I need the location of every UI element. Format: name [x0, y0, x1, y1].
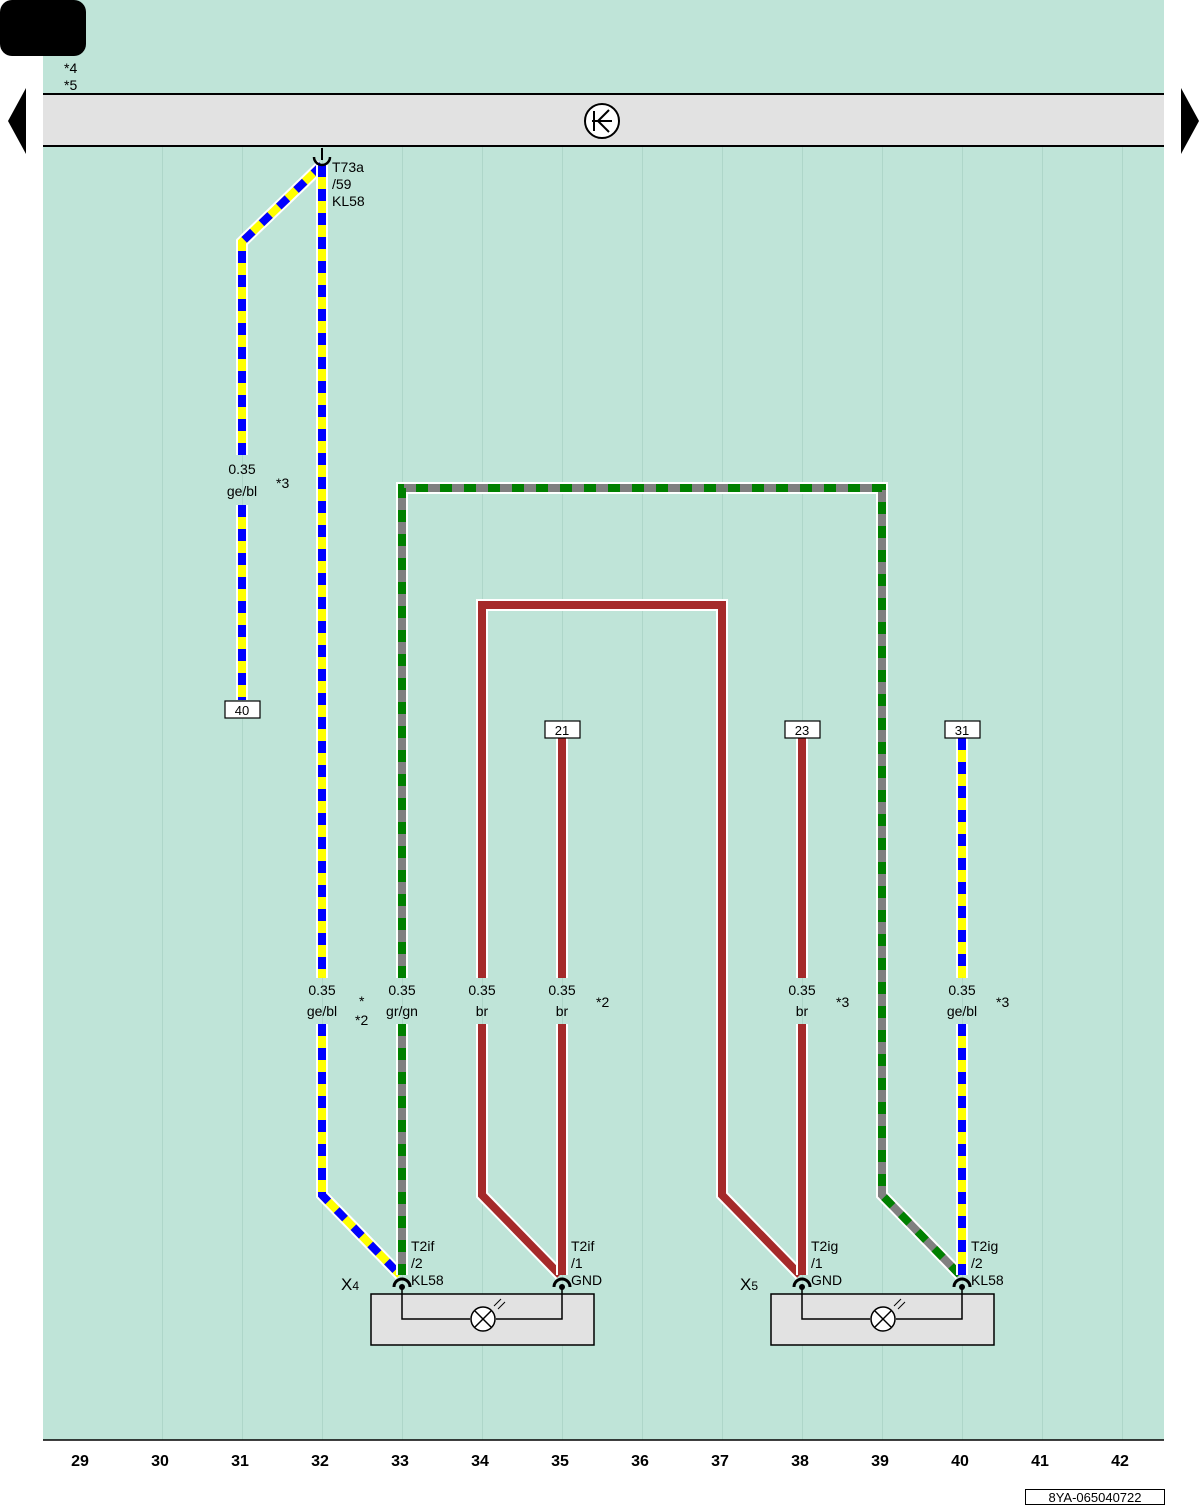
column-number: 33 [391, 1453, 409, 1470]
ground-symbol-icon [584, 103, 620, 139]
diagram-background [43, 0, 1164, 1440]
svg-text:31: 31 [955, 723, 969, 738]
wire-color-label: ge/bl [947, 1003, 977, 1019]
connector-pin-num: /2 [971, 1255, 983, 1271]
connector-pin-signal: KL58 [971, 1272, 1004, 1288]
wire-note-label: *2 [355, 1012, 368, 1028]
connector-pin-signal: KL58 [411, 1272, 444, 1288]
lamp-icon [470, 1298, 506, 1332]
connector-pin-signal: GND [811, 1272, 842, 1288]
wire-br-loop[interactable] [476, 1024, 565, 1280]
wire-color-label: br [556, 1003, 569, 1019]
page-badge [0, 0, 86, 56]
lamp-icon [870, 1298, 906, 1332]
column-number: 37 [711, 1453, 729, 1470]
column-number: 30 [151, 1453, 169, 1470]
footnote-5: *5 [64, 77, 78, 93]
wire-gr-gn[interactable] [396, 482, 965, 1280]
footnote-4: *4 [64, 60, 78, 76]
component-x4[interactable] [370, 1287, 595, 1346]
connector-pin-signal: GND [571, 1272, 602, 1288]
connector-pin-num: /1 [811, 1255, 823, 1271]
wire-note-label: *3 [836, 994, 849, 1010]
svg-text:23: 23 [795, 723, 809, 738]
document-id: 8YA-065040722 [1025, 1489, 1165, 1505]
wire-size-label: 0.35 [788, 982, 815, 998]
column-number: 29 [71, 1453, 89, 1470]
connector-pin-num: /1 [571, 1255, 583, 1271]
connector-pins [392, 1277, 972, 1290]
column-number: 41 [1031, 1453, 1049, 1470]
connector-pin-label: T2if [571, 1238, 594, 1254]
wire-note-label: * [359, 993, 365, 1009]
svg-text:40: 40 [235, 703, 249, 718]
wire-size-label: 0.35 [948, 982, 975, 998]
column-number: 36 [631, 1453, 649, 1470]
connector-pin-label: T2ig [971, 1238, 998, 1254]
column-number: 35 [551, 1453, 569, 1470]
connector-pin-label: T2if [411, 1238, 434, 1254]
column-number: 32 [311, 1453, 329, 1470]
wire-size-label: 0.35 [548, 982, 575, 998]
column-number: 31 [231, 1453, 249, 1470]
column-number: 42 [1111, 1453, 1129, 1470]
connector-pin-label: T2ig [811, 1238, 838, 1254]
wire-note-label: *3 [276, 475, 289, 491]
column-number: 40 [951, 1453, 969, 1470]
reference-box[interactable]: 23 [784, 720, 821, 739]
top-connector-pin: T73a [332, 159, 364, 175]
reference-box[interactable]: 31 [944, 720, 981, 739]
column-number: 34 [471, 1453, 489, 1470]
wire-note-label: *2 [596, 994, 609, 1010]
svg-text:21: 21 [555, 723, 569, 738]
reference-box[interactable]: 40 [224, 700, 261, 719]
wire-size-label: 0.35 [468, 982, 495, 998]
wire-color-label: gr/gn [386, 1003, 418, 1019]
wire-note-label: *3 [996, 994, 1009, 1010]
column-number: 39 [871, 1453, 889, 1470]
wires-layer [236, 160, 968, 1280]
top-connector-signal: KL58 [332, 193, 365, 209]
next-page-arrow-icon[interactable] [1181, 88, 1199, 154]
column-number: 38 [791, 1453, 809, 1470]
component-label-x5: X5 [740, 1275, 758, 1294]
wire-ge-bl-ref40[interactable] [236, 160, 327, 455]
wire-size-label: 0.35 [228, 461, 255, 477]
wire-color-label: br [476, 1003, 489, 1019]
previous-page-arrow-icon[interactable] [8, 88, 26, 154]
connector-pin-num: /2 [411, 1255, 423, 1271]
wire-color-label: ge/bl [227, 483, 257, 499]
wire-color-label: br [796, 1003, 809, 1019]
component-label-x4: X4 [341, 1275, 359, 1294]
top-connector-num: /59 [332, 176, 352, 192]
wire-br-loop[interactable] [476, 599, 805, 1280]
wire-size-label: 0.35 [388, 982, 415, 998]
wire-size-label: 0.35 [308, 982, 335, 998]
component-x5[interactable] [770, 1287, 995, 1346]
top-connector-pin-icon [312, 148, 332, 167]
wire-ge-bl-x4[interactable] [316, 1024, 405, 1280]
reference-box[interactable]: 21 [544, 720, 581, 739]
wire-color-label: ge/bl [307, 1003, 337, 1019]
